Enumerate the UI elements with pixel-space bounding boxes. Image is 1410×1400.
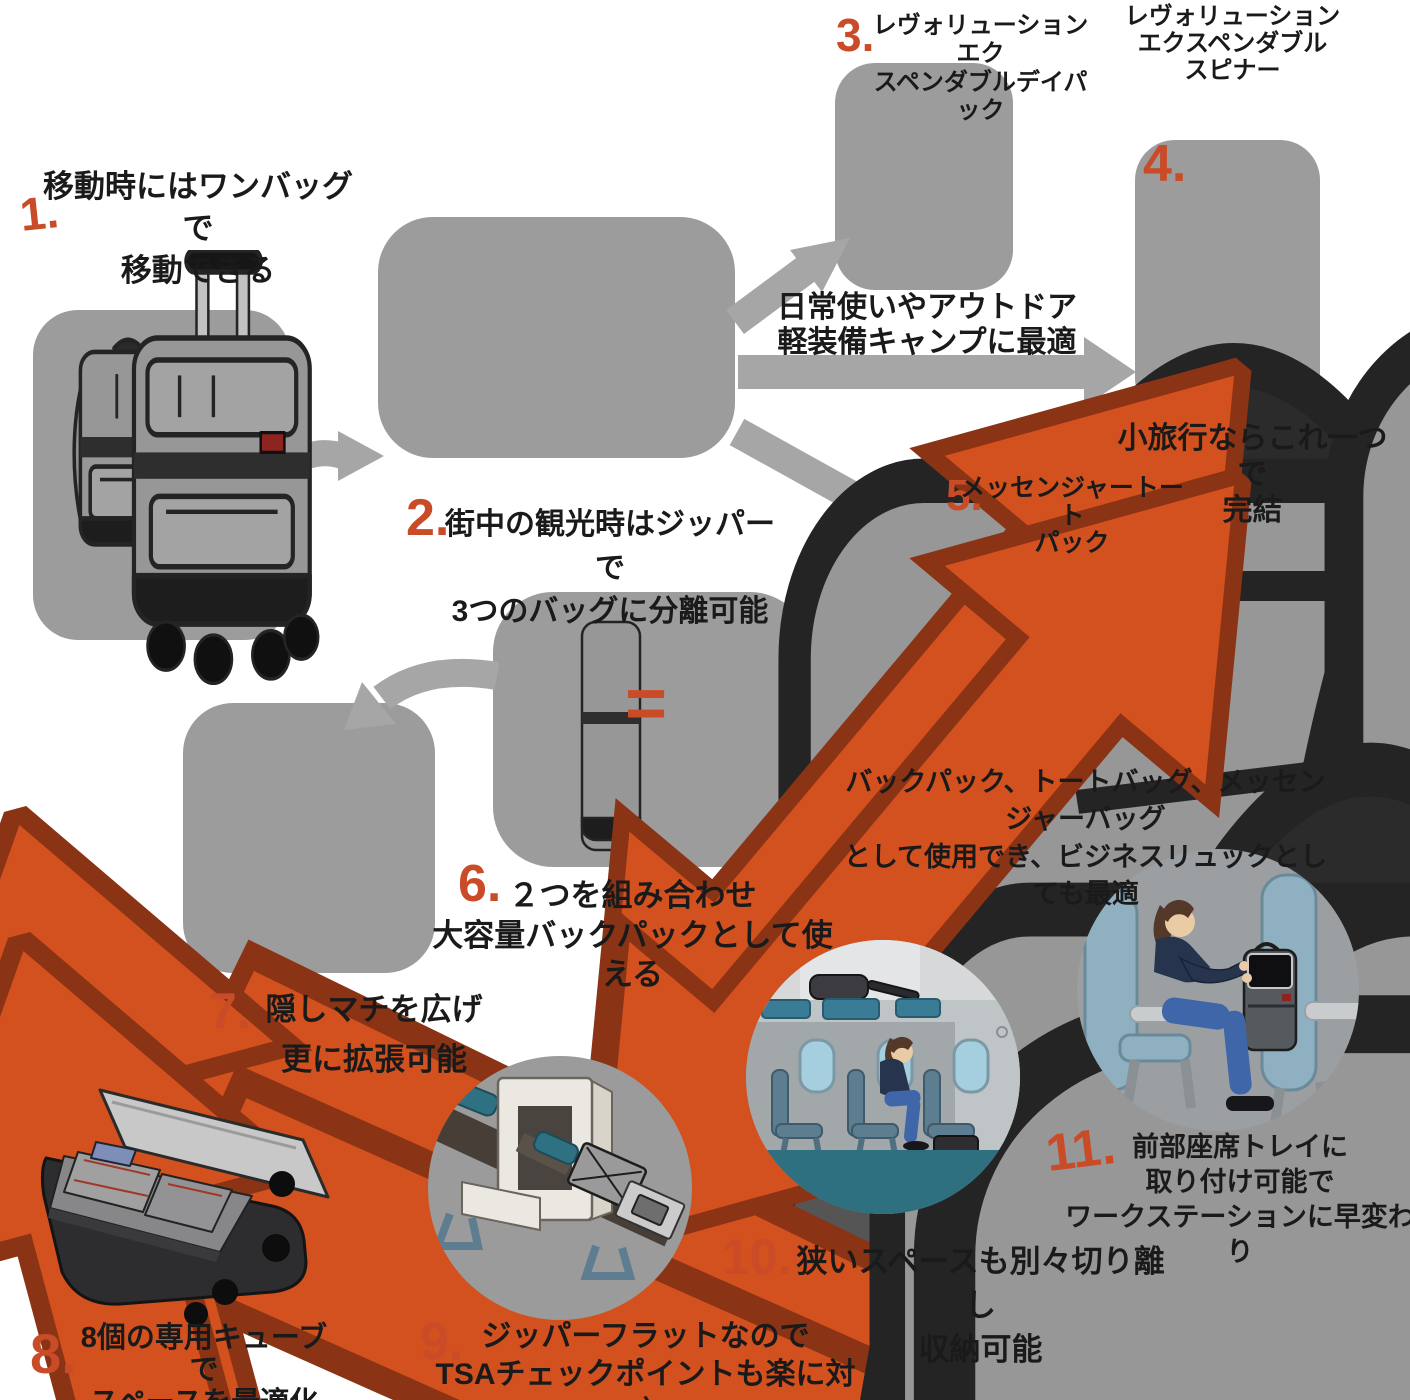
step6-caption: ２つを組み合わせ 大容量バックパックとして使える	[420, 876, 845, 995]
caption-line: 日常使いやアウトドア	[777, 291, 1077, 324]
panel-step4	[1135, 140, 1320, 418]
window-icon	[798, 1038, 836, 1094]
combined-use-caption: バックパック、トートバッグ、メッセンジャーバッグ として使用でき、ビジネスリュッ…	[843, 764, 1328, 913]
step5-number: 5.	[946, 471, 983, 520]
caption-line: 隠しマチを広げ	[265, 992, 483, 1027]
seatback-bag-workstation-icon	[1242, 942, 1298, 1052]
caption-line: 移動時にはワンバッグで	[43, 169, 353, 247]
spinner-use-caption: 小旅行ならこれ一つで 完結	[1105, 421, 1400, 529]
tray-with-device-icon	[614, 1180, 686, 1240]
flow-arrow-6-7	[344, 658, 500, 730]
caption-line: ジッパーフラットなので	[481, 1320, 810, 1353]
step1-caption: 移動時にはワンバッグで 移動できる	[38, 166, 358, 292]
caption-line: 8個の専用キューブで	[80, 1322, 328, 1387]
caption-line: 完結	[1222, 494, 1283, 527]
caption-line: として使用でき、ビジネスリュックとしても最適	[843, 841, 1328, 909]
step10-number: 10.	[722, 1229, 792, 1285]
panel-step6	[493, 592, 810, 867]
step10-caption: 狭いスペースも別々切り離し 収納可能	[788, 1240, 1173, 1372]
caption-line: TSAチェックポイントも楽に対応	[435, 1357, 856, 1400]
step11-workstation-scene	[1077, 849, 1359, 1131]
caption-line: レヴォリューション	[1124, 3, 1341, 30]
step4-number: 4.	[1143, 135, 1187, 193]
caption-line: パック	[1034, 529, 1110, 557]
caption-line: レヴォリューションエク	[872, 12, 1089, 68]
step2-caption: 街中の観光時はジッパーで 3つのバッグに分離可能	[440, 503, 780, 634]
panel-step3	[835, 63, 1013, 290]
caption-line: ワークステーションに早変わり	[1065, 1202, 1410, 1268]
caption-line: メッセンジャートート	[960, 474, 1184, 530]
step6-number: 6.	[458, 855, 502, 913]
panel-step7	[183, 703, 435, 973]
seated-passenger	[880, 1036, 929, 1151]
caption-line: スピナー	[1184, 56, 1281, 84]
caption-line: 軽装備キャンプに最適	[777, 326, 1077, 360]
caption-line: 収納可能	[918, 1332, 1043, 1368]
caption-line: スペースを最適化	[80, 1387, 328, 1400]
step9-number: 9.	[420, 1313, 464, 1371]
step11-caption: 前部座席トレイに 取り付け可能で ワークステーションに早変わり	[1058, 1130, 1410, 1270]
step7-caption: 隠しマチを広げ 更に拡張可能	[250, 985, 498, 1085]
working-passenger	[1153, 899, 1274, 1111]
step8-packing-cubes-illustration	[40, 1088, 330, 1326]
step9-caption: ジッパーフラットなので TSAチェックポイントも楽に対応	[428, 1318, 863, 1400]
caption-line: 移動できる	[120, 253, 276, 289]
window-icon	[952, 1038, 990, 1094]
overhead-bag-icon	[809, 974, 920, 1001]
step8-number: 8.	[30, 1322, 77, 1385]
step7-number: 7.	[209, 983, 251, 1039]
step3-number: 3.	[836, 9, 875, 61]
flow-arrow-3-4	[738, 337, 1136, 407]
caption-line: 小旅行ならこれ一つで	[1117, 422, 1388, 491]
caption-line: 取り付け可能で	[1145, 1167, 1335, 1198]
step10-cabin-scene	[746, 940, 1020, 1214]
panel-step2	[378, 217, 735, 458]
step3-caption: レヴォリューションエク スペンダブルデイパック	[863, 12, 1098, 125]
daypack-use-caption: 日常使いやアウトドア 軽装備キャンプに最適	[772, 290, 1082, 361]
step5-caption: メッセンジャートート パック	[958, 474, 1186, 558]
caption-line: 大容量バックパックとして使える	[432, 917, 833, 993]
caption-line: 前部座席トレイに	[1132, 1132, 1348, 1162]
caption-line: バックパック、トートバッグ、メッセンジャーバッグ	[845, 767, 1326, 835]
equals-icon: =	[625, 664, 668, 744]
caption-line: 狭いスペースも別々切り離し	[796, 1244, 1165, 1324]
step8-caption: 8個の専用キューブで スペースを最適化	[80, 1322, 328, 1400]
caption-line: 更に拡張可能	[281, 1042, 467, 1078]
step4-caption: レヴォリューション エクスペンダブル スピナー	[1120, 3, 1345, 85]
step2-number: 2.	[406, 489, 450, 547]
caption-line: スペンダブルデイパック	[873, 68, 1088, 124]
caption-line: エクスペンダブル	[1137, 29, 1328, 57]
step9-tsa-scene	[428, 1056, 692, 1320]
caption-line: 3つのバッグに分離可能	[451, 595, 769, 628]
caption-line: ２つを組み合わせ	[508, 878, 757, 913]
flow-arrow-2-3	[726, 238, 850, 335]
caption-line: 街中の観光時はジッパーで	[445, 508, 775, 585]
